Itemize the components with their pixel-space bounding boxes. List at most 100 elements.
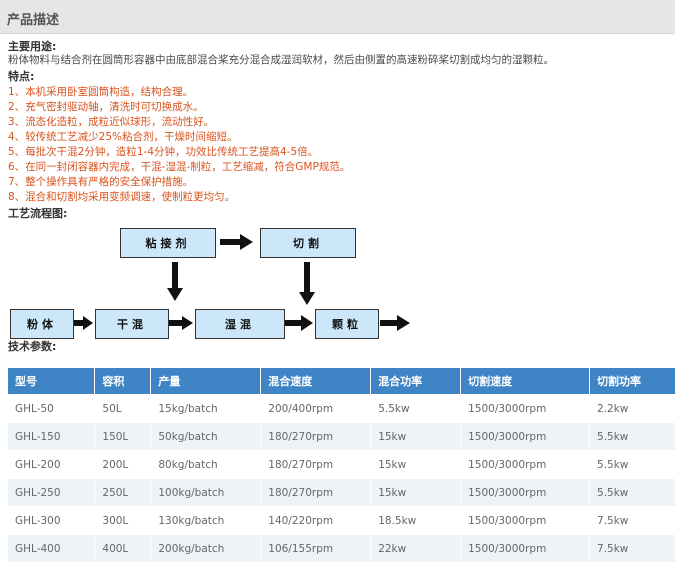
column-header: 容积 — [94, 368, 152, 395]
column-header: 产量 — [150, 368, 262, 395]
table-cell: 50kg/batch — [150, 422, 262, 451]
table-cell: 1500/3000rpm — [460, 478, 591, 507]
feature-number: 6、 — [8, 161, 26, 173]
feature-item: 8、混合和切割均采用变频调速，使制粒更均匀。 — [8, 189, 235, 204]
column-header: 型号 — [8, 368, 96, 395]
feature-item: 7、整个操作具有严格的安全保护措施。 — [8, 174, 193, 189]
arrow-down-icon — [299, 262, 315, 305]
table-cell: 200kg/batch — [150, 534, 262, 562]
feature-number: 8、 — [8, 191, 26, 203]
table-cell: GHL-200 — [8, 450, 96, 479]
feature-item: 1、本机采用卧室圆筒构造，结构合理。 — [8, 84, 193, 99]
table-cell: 2.2kw — [589, 394, 675, 423]
table-cell: 400L — [94, 534, 152, 562]
feature-text: 流态化造粒，成粒近似球形，流动性好。 — [25, 116, 215, 128]
feature-number: 7、 — [8, 176, 26, 188]
table-cell: GHL-50 — [8, 394, 96, 423]
flow-box-granule: 颗粒 — [315, 309, 379, 339]
feature-item: 4、较传统工艺减少25%粘合剂，干燥时间缩短。 — [8, 129, 238, 144]
purpose-label: 主要用途: — [8, 40, 57, 53]
table-cell: 5.5kw — [589, 422, 675, 451]
table-cell: 200L — [94, 450, 152, 479]
table-cell: 5.5kw — [589, 478, 675, 507]
table-cell: 7.5kw — [589, 534, 675, 562]
feature-number: 5、 — [8, 146, 26, 158]
feature-text: 本机采用卧室圆筒构造，结构合理。 — [25, 86, 194, 98]
table-cell: 15kg/batch — [150, 394, 262, 423]
table-cell: 1500/3000rpm — [460, 534, 591, 562]
table-cell: 140/220rpm — [260, 506, 372, 535]
column-header: 混合功率 — [370, 368, 462, 395]
table-cell: 15kw — [370, 450, 462, 479]
flow-box-wet-mix: 湿混 — [195, 309, 285, 339]
table-cell: 180/270rpm — [260, 478, 372, 507]
feature-text: 较传统工艺减少25%粘合剂，干燥时间缩短。 — [25, 131, 238, 143]
table-cell: GHL-400 — [8, 534, 96, 562]
table-cell: 130kg/batch — [150, 506, 262, 535]
table-cell: 7.5kw — [589, 506, 675, 535]
features-label: 特点: — [8, 70, 35, 83]
table-cell: GHL-150 — [8, 422, 96, 451]
params-label: 技术参数: — [8, 340, 57, 353]
table-cell: 106/155rpm — [260, 534, 372, 562]
process-flow-diagram: 粘接剂 切割 粉体 干混 湿混 颗粒 — [6, 220, 413, 342]
table-cell: 180/270rpm — [260, 422, 372, 451]
table-cell: 18.5kw — [370, 506, 462, 535]
table-cell: 5.5kw — [589, 450, 675, 479]
section-header: 产品描述 — [0, 0, 675, 34]
feature-item: 5、每批次干混2分钟，造粒1-4分钟，功效比传统工艺提高4-5倍。 — [8, 144, 318, 159]
feature-text: 充气密封驱动轴，清洗时可切换成水。 — [25, 101, 204, 113]
flow-box-dry-mix: 干混 — [95, 309, 169, 339]
arrow-right-icon — [169, 316, 193, 330]
arrow-right-icon — [285, 315, 313, 331]
flow-label: 工艺流程图: — [8, 207, 68, 220]
flow-box-binder: 粘接剂 — [120, 228, 216, 258]
table-header-row: 型号 容积 产量 混合速度 混合功率 切割速度 切割功率 — [8, 368, 675, 395]
table-cell: 80kg/batch — [150, 450, 262, 479]
arrow-right-icon — [220, 234, 253, 250]
table-cell: 200/400rpm — [260, 394, 372, 423]
flow-box-cut: 切割 — [260, 228, 356, 258]
flow-box-powder: 粉体 — [10, 309, 74, 339]
table-cell: 5.5kw — [370, 394, 462, 423]
table-cell: 180/270rpm — [260, 450, 372, 479]
table-cell: 250L — [94, 478, 152, 507]
feature-item: 2、充气密封驱动轴，清洗时可切换成水。 — [8, 99, 204, 114]
purpose-text: 粉体物料与结合剂在圆筒形容器中由底部混合桨充分混合成湿润软材，然后由侧置的高速粉… — [8, 54, 554, 66]
table-cell: GHL-250 — [8, 478, 96, 507]
table-cell: 300L — [94, 506, 152, 535]
column-header: 切割速度 — [460, 368, 591, 395]
table-cell: 100kg/batch — [150, 478, 262, 507]
feature-text: 在同一封闭容器内完成，干混-湿混-制粒，工艺缩减，符合GMP规范。 — [25, 161, 351, 173]
feature-item: 3、流态化造粒，成粒近似球形，流动性好。 — [8, 114, 214, 129]
column-header: 切割功率 — [589, 368, 675, 395]
table-cell: 50L — [94, 394, 152, 423]
feature-item: 6、在同一封闭容器内完成，干混-湿混-制粒，工艺缩减，符合GMP规范。 — [8, 159, 350, 174]
arrow-right-icon — [380, 315, 410, 331]
table-cell: 150L — [94, 422, 152, 451]
feature-text: 混合和切割均采用变频调速，使制粒更均匀。 — [25, 191, 236, 203]
feature-text: 整个操作具有严格的安全保护措施。 — [25, 176, 194, 188]
section-title: 产品描述 — [7, 13, 60, 28]
table-cell: 1500/3000rpm — [460, 422, 591, 451]
table-cell: 15kw — [370, 422, 462, 451]
table-cell: 15kw — [370, 478, 462, 507]
table-cell: GHL-300 — [8, 506, 96, 535]
feature-number: 3、 — [8, 116, 26, 128]
table-cell: 1500/3000rpm — [460, 450, 591, 479]
table-cell: 22kw — [370, 534, 462, 562]
column-header: 混合速度 — [260, 368, 372, 395]
arrow-right-icon — [74, 316, 93, 330]
feature-text: 每批次干混2分钟，造粒1-4分钟，功效比传统工艺提高4-5倍。 — [25, 146, 319, 158]
feature-number: 2、 — [8, 101, 26, 113]
table-cell: 1500/3000rpm — [460, 394, 591, 423]
feature-number: 4、 — [8, 131, 26, 143]
arrow-down-icon — [167, 262, 183, 301]
